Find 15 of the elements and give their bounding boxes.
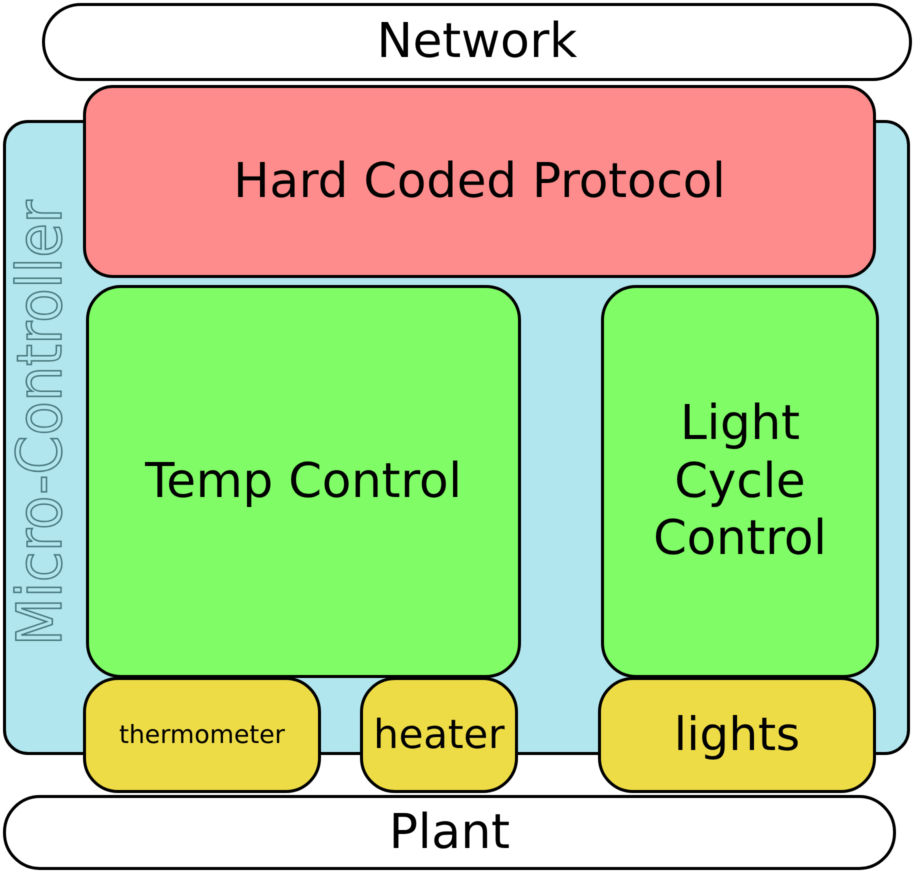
node-label: heater (373, 711, 505, 759)
node-label: Hard Coded Protocol (233, 152, 726, 210)
vertical-label: Micro-Controller (2, 200, 77, 646)
device-box (360, 677, 518, 793)
node-label: Light Cycle Control (652, 395, 828, 568)
node-label: Network (376, 13, 578, 71)
module-box (601, 285, 879, 678)
device-box (598, 677, 876, 793)
node-label: lights (674, 707, 800, 763)
device-box (83, 677, 321, 793)
node-label: thermometer (119, 720, 285, 750)
node-label: Temp Control (145, 452, 462, 510)
module-box (86, 285, 521, 678)
protocol-box (83, 85, 876, 278)
node-label: Plant (389, 804, 510, 862)
